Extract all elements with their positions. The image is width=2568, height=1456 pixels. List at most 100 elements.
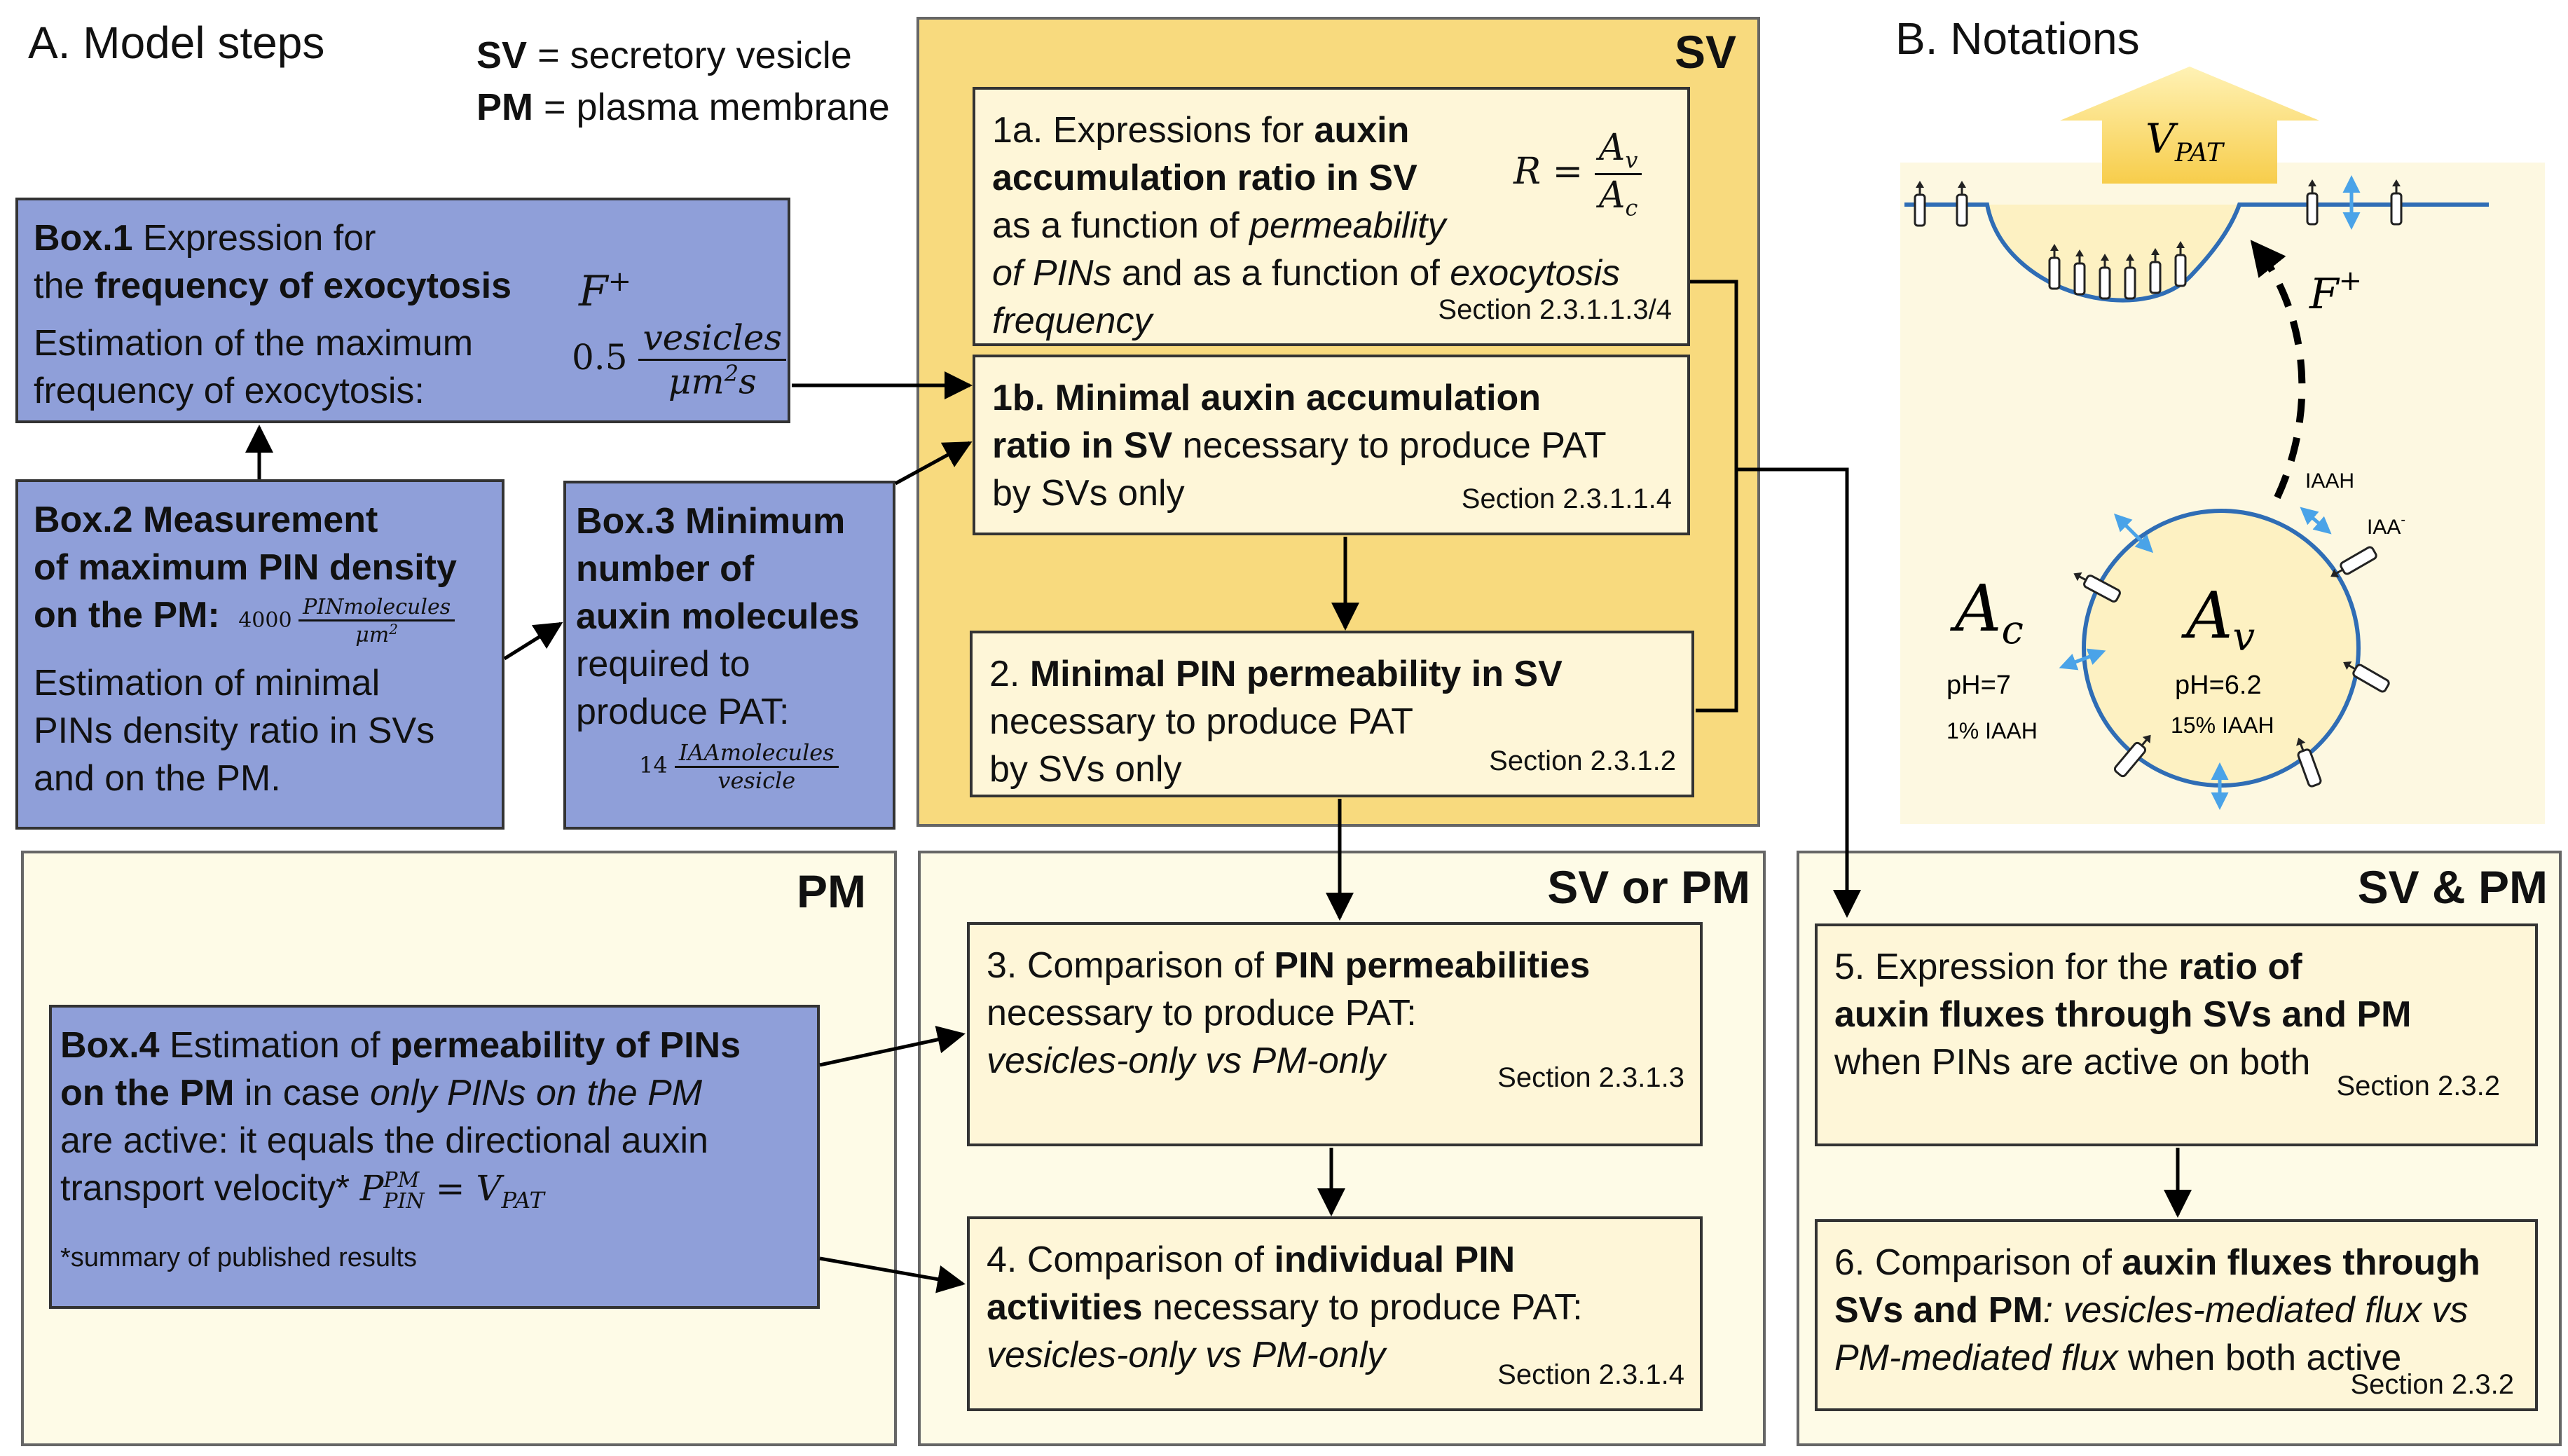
box-4-line1: Box.4 Estimation of permeability of PINs: [60, 1025, 741, 1066]
legend-sv: SV = secretory vesicle: [476, 34, 852, 77]
iaah-outside-label: 1% IAAH: [1946, 718, 2038, 743]
box-2-line4: Estimation of minimal: [34, 662, 380, 703]
box-1-line2: the frequency of exocytosis: [34, 266, 512, 306]
box-4-line3: are active: it equals the directional au…: [60, 1120, 708, 1161]
iaah-inside-label: 15% IAAH: [2171, 713, 2274, 738]
arrow-step1b-to-step5: [1736, 467, 1861, 918]
arrow-box4-to-step3: [819, 1026, 966, 1067]
step-5-section: Section 2.3.2: [2336, 1071, 2501, 1101]
panel-a-title: A. Model steps: [28, 18, 325, 68]
box-3-line1: Box.3 Minimum: [576, 501, 846, 542]
step-5-line3: when PINs are active on both: [1834, 1042, 2311, 1083]
step-2-line1: 2. Minimal PIN permeability in SV: [989, 654, 1563, 694]
step-3-line1: 3. Comparison of PIN permeabilities: [987, 945, 1591, 986]
zone-pm-label: PM: [797, 865, 866, 917]
exocytosis-frequency-symbol: F+: [579, 266, 632, 316]
box-3-line4: required to: [576, 644, 750, 685]
step-4-line3: vesicles-only vs PM-only: [987, 1335, 1386, 1375]
box-1-line1: Box.1 Expression for: [34, 218, 376, 259]
arrow-box3-to-step1b: [894, 441, 973, 486]
step-1a-line4: of PINs and as a function of exocytosis: [992, 253, 1621, 294]
step-2: 2. Minimal PIN permeability in SV necess…: [970, 631, 1694, 797]
box-3: Box.3 Minimum number of auxin molecules …: [563, 481, 895, 830]
step-3-section: Section 2.3.1.3: [1497, 1062, 1684, 1093]
box-3-line3: auxin molecules: [576, 596, 860, 637]
legend-pm-abbr: PM: [476, 86, 533, 128]
box-2-line1: Box.2 Measurement: [34, 500, 378, 540]
step-5-line2: auxin fluxes through SVs and PM: [1834, 994, 2412, 1035]
legend-pm-text: = plasma membrane: [544, 86, 890, 128]
zone-sv-and-pm-label: SV & PM: [2357, 861, 2548, 913]
arrow-box2-to-box3: [503, 621, 563, 661]
panel-b-title: B. Notations: [1895, 13, 2140, 64]
step-5-line1: 5. Expression for the ratio of: [1834, 947, 2302, 987]
step-3-line2: necessary to produce PAT:: [987, 993, 1417, 1033]
legend-pm: PM = plasma membrane: [476, 85, 890, 129]
step-1a-section: Section 2.3.1.1.3/4: [1438, 294, 1672, 325]
step-4-section: Section 2.3.1.4: [1497, 1359, 1684, 1390]
vesicle-transport-arrows: [2059, 507, 2332, 810]
box-1-line3: Estimation of the maximum: [34, 323, 474, 364]
vpat-label: VPAT: [2145, 115, 2225, 167]
iaa-minus-label: IAA-: [2367, 512, 2405, 539]
box-2: Box.2 Measurement of maximum PIN density…: [15, 479, 504, 830]
step-4-line2: activities necessary to produce PAT:: [987, 1287, 1583, 1328]
box-3-line2: number of: [576, 549, 755, 589]
box-1: Box.1 Expression for the frequency of ex…: [15, 198, 790, 423]
connector-step1a-step2: [1690, 280, 1738, 713]
legend-sv-abbr: SV: [476, 34, 528, 76]
step-6-section: Section 2.3.2: [2350, 1369, 2515, 1400]
box-4: Box.4 Estimation of permeability of PINs…: [49, 1005, 820, 1309]
box-2-line2: of maximum PIN density: [34, 547, 457, 588]
step-1b: 1b. Minimal auxin accumulation ratio in …: [973, 355, 1690, 535]
iaah-label: IAAH: [2305, 469, 2354, 493]
cytosol-auxin-label: Ac: [1949, 571, 2024, 653]
step-4: 4. Comparison of individual PIN activiti…: [967, 1216, 1703, 1411]
ph-outside-label: pH=7: [1946, 671, 2011, 700]
ph-inside-label: pH=6.2: [2175, 671, 2262, 700]
vesicle-auxin-label: Av: [2181, 578, 2255, 660]
step-1a-line2: accumulation ratio in SV: [992, 158, 1417, 198]
step-2-section: Section 2.3.1.2: [1489, 746, 1676, 776]
box-3-line5: produce PAT:: [576, 692, 790, 732]
legend-sv-text: = secretory vesicle: [537, 34, 852, 76]
box-2-line6: and on the PM.: [34, 757, 281, 799]
arrow-box4-to-step4: [819, 1256, 966, 1293]
step-1a-line3: as a function of permeability: [992, 205, 1446, 246]
exocytosis-frequency-label: F+: [2309, 265, 2362, 319]
exocytosis-arrow: [2250, 240, 2306, 500]
box-4-line2: on the PM in case only PINs on the PM: [60, 1073, 703, 1113]
box-2-line5: PINs density ratio in SVs: [34, 710, 435, 751]
step-3: 3. Comparison of PIN permeabilities nece…: [967, 922, 1703, 1146]
step-6-line3: PM-mediated flux when both active: [1834, 1338, 2402, 1378]
step-3-line3: vesicles-only vs PM-only: [987, 1041, 1386, 1081]
box-4-note: *summary of published results: [60, 1243, 417, 1272]
step-1a-line5: frequency: [992, 301, 1153, 341]
step-1a-line1: 1a. Expressions for auxin: [992, 110, 1410, 151]
step-6-line2: SVs and PM: vesicles-mediated flux vs: [1834, 1290, 2469, 1331]
step-2-line2: necessary to produce PAT: [989, 701, 1414, 742]
zone-sv-label: SV: [1674, 26, 1736, 78]
step-1a: 1a. Expressions for auxin accumulation r…: [973, 87, 1690, 346]
step-5: 5. Expression for the ratio of auxin flu…: [1815, 923, 2538, 1146]
step-4-line1: 4. Comparison of individual PIN: [987, 1239, 1516, 1280]
step-1b-section: Section 2.3.1.1.4: [1461, 483, 1672, 514]
step-1b-line3: by SVs only: [992, 473, 1185, 514]
step-1b-line2: ratio in SV necessary to produce PAT: [992, 425, 1607, 466]
zone-sv-or-pm-label: SV or PM: [1547, 861, 1750, 913]
box-1-line4: frequency of exocytosis:: [34, 371, 425, 411]
step-2-line3: by SVs only: [989, 749, 1182, 790]
step-6: 6. Comparison of auxin fluxes through SV…: [1815, 1219, 2538, 1411]
step-1b-line1: 1b. Minimal auxin accumulation: [992, 378, 1542, 418]
vpat-arrow: [2060, 67, 2319, 184]
